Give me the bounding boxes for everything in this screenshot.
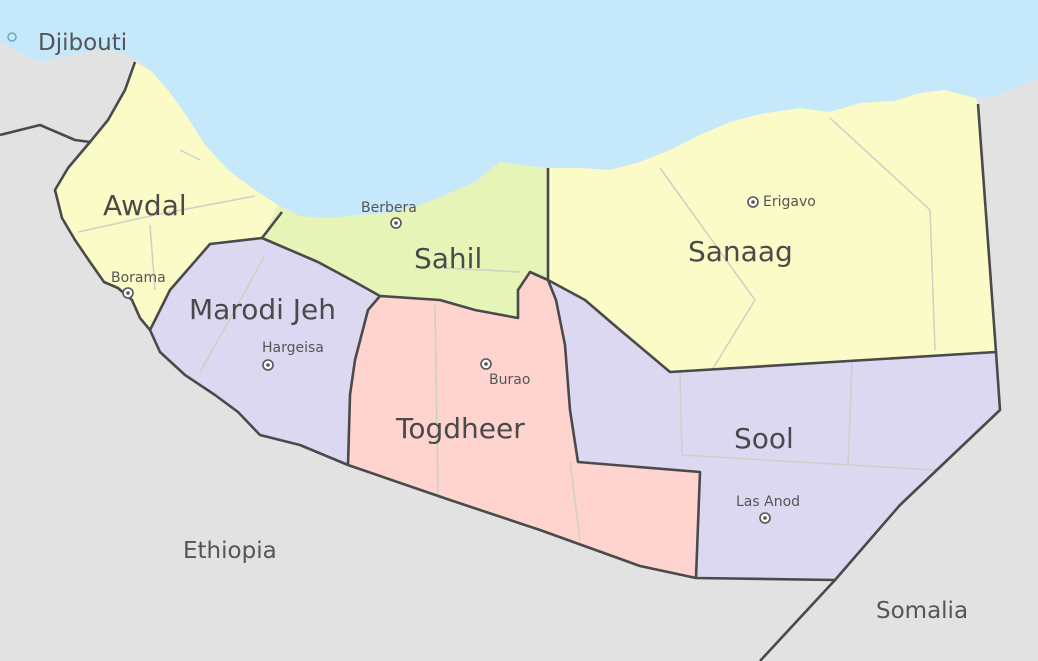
- region-label-marodi-jeh: Marodi Jeh: [189, 293, 336, 326]
- region-marodi-jeh[interactable]: [150, 238, 380, 465]
- city-label-hargeisa: Hargeisa: [262, 340, 324, 356]
- region-label-sool: Sool: [734, 422, 794, 455]
- region-awdal[interactable]: [55, 62, 282, 330]
- region-label-sanaag: Sanaag: [688, 235, 793, 268]
- region-label-awdal: Awdal: [103, 189, 187, 222]
- city-label-erigavo: Erigavo: [763, 194, 816, 210]
- city-label-burao: Burao: [489, 372, 530, 388]
- djibouti-marker-icon: [7, 32, 17, 42]
- sea-gulf-of-aden: [0, 0, 1038, 218]
- city-burao[interactable]: Burao: [480, 358, 530, 388]
- city-label-las-anod: Las Anod: [736, 494, 800, 510]
- city-erigavo[interactable]: Erigavo: [747, 194, 816, 210]
- region-sool[interactable]: [548, 280, 1000, 580]
- country-label-somalia: Somalia: [876, 598, 968, 624]
- country-label-djibouti: Djibouti: [38, 30, 127, 56]
- region-label-sahil: Sahil: [414, 242, 482, 275]
- borders: [0, 61, 1002, 661]
- region-sanaag[interactable]: [548, 90, 996, 372]
- district-lines: [77, 117, 936, 541]
- country-label-ethiopia: Ethiopia: [183, 538, 277, 564]
- city-berbera[interactable]: Berbera: [361, 200, 417, 229]
- city-las-anod[interactable]: Las Anod: [736, 494, 800, 524]
- region-label-togdheer: Togdheer: [395, 412, 525, 445]
- city-borama[interactable]: Borama: [111, 270, 166, 299]
- city-label-borama: Borama: [111, 270, 166, 286]
- city-hargeisa[interactable]: Hargeisa: [262, 340, 324, 371]
- city-label-berbera: Berbera: [361, 200, 417, 216]
- region-sahil[interactable]: [262, 162, 548, 318]
